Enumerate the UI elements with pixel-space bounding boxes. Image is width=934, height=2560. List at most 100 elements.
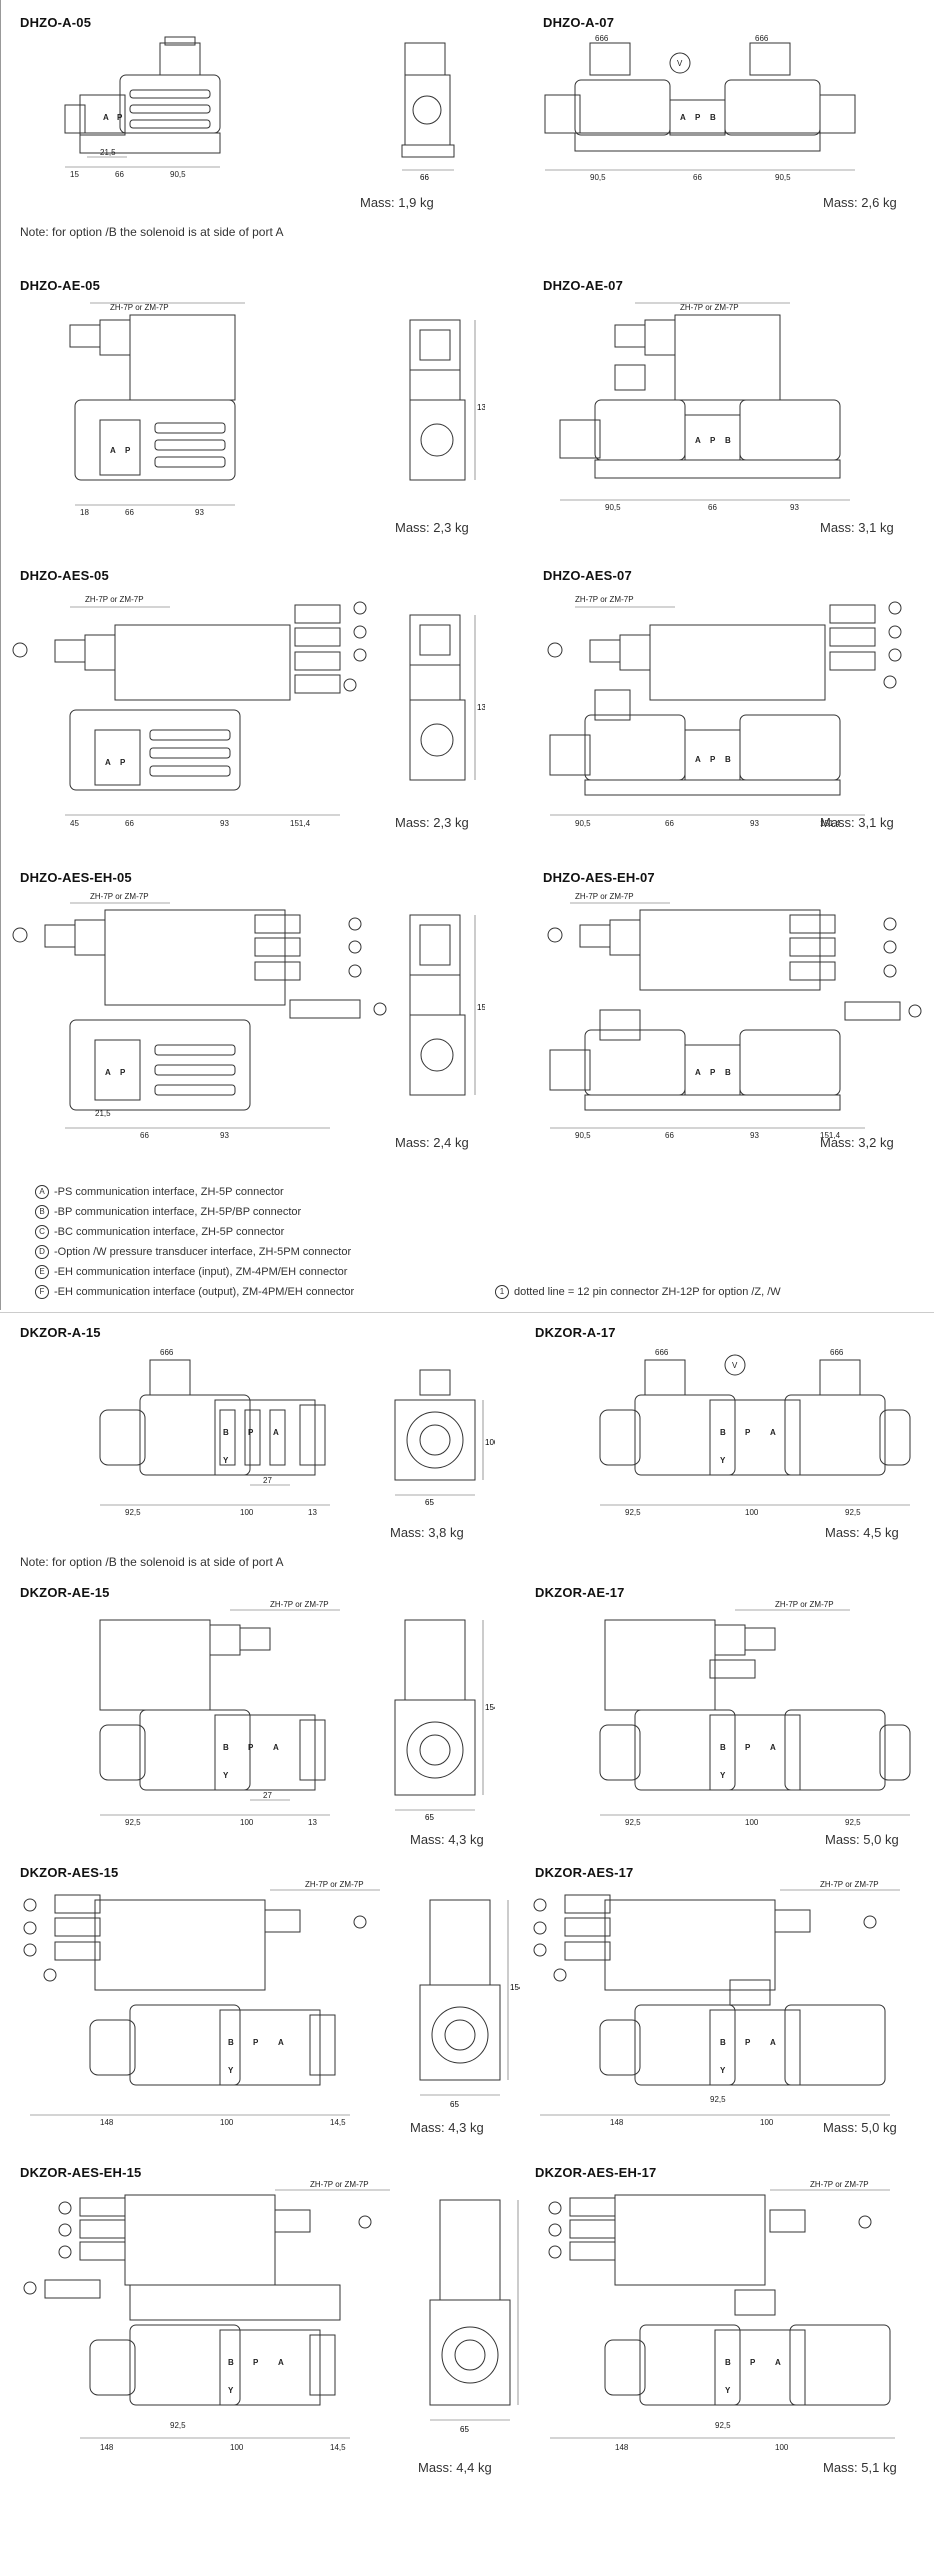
mass-dhzo-aes-05: Mass: 2,3 kg	[395, 815, 469, 830]
drawing-dhzo-aes-eh-05-side: 154	[409, 914, 485, 1096]
dim-93-ae05: 93	[195, 508, 204, 515]
mass-dkzor-ae-17: Mass: 5,0 kg	[825, 1832, 899, 1847]
port-p-ae05: P	[125, 446, 131, 455]
drawing-dhzo-ae-05-side: 130	[409, 319, 485, 481]
port-a-aeseh15: A	[278, 2358, 284, 2367]
dim-148-aeseh15: 148	[100, 2443, 114, 2452]
dim-92-5-aeseh17: 92,5	[715, 2421, 731, 2430]
dim-92-5-ae17: 92,5	[625, 1818, 641, 1827]
legend-item-d: D-Option /W pressure transducer interfac…	[35, 1245, 351, 1259]
mass-dhzo-aes-eh-05: Mass: 2,4 kg	[395, 1135, 469, 1150]
legend-text-f: -EH communication interface (output), ZM…	[54, 1285, 355, 1298]
zh7p-label-aeseh15: ZH-7P or ZM-7P	[310, 2180, 369, 2189]
dim-106-a15: 106	[485, 1438, 495, 1447]
dim-66-07: 66	[693, 173, 702, 182]
dim-66-aeseh05: 66	[140, 1131, 149, 1140]
port-a-aeseh07: A	[695, 1068, 701, 1077]
legend-item-b: B-BP communication interface, ZH-5P/BP c…	[35, 1205, 301, 1219]
zh7p-label-ae05: ZH-7P or ZM-7P	[110, 303, 169, 312]
dim-90-5-r: 90,5	[775, 173, 791, 182]
dim-14-5-aes15: 14,5	[330, 2118, 346, 2127]
port-b-a17: B	[720, 1428, 726, 1437]
drawing-dkzor-ae-15: ZH-7P or ZM-7P B P A Y 27 92,5 100 13	[99, 1600, 340, 1827]
port-a-ae15: A	[273, 1743, 279, 1752]
dim-154-aes15: 154	[510, 1983, 520, 1992]
mass-dhzo-a-07: Mass: 2,6 kg	[823, 195, 897, 210]
port-a-label: A	[103, 113, 109, 122]
title-dkzor-aes-15: DKZOR-AES-15	[20, 1865, 119, 1880]
port-p-aeseh17: P	[750, 2358, 756, 2367]
valve-v-label: V	[677, 59, 683, 68]
mass-dkzor-aes-15: Mass: 4,3 kg	[410, 2120, 484, 2135]
dim-18-ae05: 18	[80, 508, 89, 515]
dim-100-aeseh15: 100	[230, 2443, 244, 2452]
dim-13-a15: 13	[308, 1508, 317, 1517]
mass-dkzor-a-17: Mass: 4,5 kg	[825, 1525, 899, 1540]
port-p-aes05: P	[120, 758, 126, 767]
legend-text-d: -Option /W pressure transducer interface…	[54, 1245, 352, 1258]
port-b-aeseh15: B	[228, 2358, 234, 2367]
dim-151-4-aes05: 151,4	[290, 819, 311, 828]
title-dhzo-ae-07: DHZO-AE-07	[543, 278, 624, 293]
port-b-a15: B	[223, 1428, 229, 1437]
dim-130-ae05: 130	[477, 403, 485, 412]
port-b-ae17: B	[720, 1743, 726, 1752]
dim-93-aeseh05: 93	[220, 1131, 229, 1140]
dim-151-4-aes07: 151,4	[820, 819, 841, 828]
port-a-aes05: A	[105, 758, 111, 767]
port-b-aes15: B	[228, 2038, 234, 2047]
drawing-dkzor-ae-17: ZH-7P or ZM-7P B P A Y 92,5 100 92,5	[599, 1600, 911, 1827]
drawing-dhzo-aes-eh-05: ZH-7P or ZM-7P A P 21,5 66 93	[12, 892, 387, 1140]
port-y-ae15: Y	[223, 1771, 229, 1780]
drawing-dkzor-aes-eh-17: ZH-7P or ZM-7P B P A Y 148 92,5 100	[548, 2180, 895, 2452]
port-y-a15: Y	[223, 1456, 229, 1465]
zh7p-label-aes17: ZH-7P or ZM-7P	[820, 1880, 879, 1889]
drawing-dkzor-ae-15-side: 154 65	[394, 1619, 495, 1822]
port-a-aeseh17: A	[775, 2358, 781, 2367]
legend-text-c: -BC communication interface, ZH-5P conne…	[54, 1225, 285, 1238]
port-p-aeseh15: P	[253, 2358, 259, 2367]
drawing-dhzo-a-05-side: 66	[401, 42, 455, 182]
title-dhzo-aes-eh-05: DHZO-AES-EH-05	[20, 870, 132, 885]
dim-66-side: 66	[420, 173, 429, 182]
label-666-left: 666	[595, 35, 609, 43]
label-666: 666	[165, 35, 179, 37]
zh7p-label-aes05: ZH-7P or ZM-7P	[85, 595, 144, 604]
dim-93-aes07: 93	[750, 819, 759, 828]
drawing-dkzor-aes-15-side: 154 65	[419, 1899, 520, 2109]
title-dkzor-ae-15: DKZOR-AE-15	[20, 1585, 110, 1600]
dim-148-aeseh17: 148	[615, 2443, 629, 2452]
drawing-dhzo-aes-05: ZH-7P or ZM-7P A P 45 66 93 151,4	[12, 595, 367, 828]
port-p-aeseh05: P	[120, 1068, 126, 1077]
port-p-a17: P	[745, 1428, 751, 1437]
left-margin-rule	[0, 0, 1, 1310]
dim-66-aeseh07: 66	[665, 1131, 674, 1140]
mass-dhzo-a-05: Mass: 1,9 kg	[360, 195, 434, 210]
dim-92-5-a17-l: 92,5	[625, 1508, 641, 1517]
note-option-b-mid: Note: for option /B the solenoid is at s…	[20, 1555, 284, 1569]
mass-dhzo-ae-05: Mass: 2,3 kg	[395, 520, 469, 535]
label-666-a15: 666	[160, 1348, 174, 1357]
port-b-label-07: B	[710, 113, 716, 122]
mass-dkzor-aes-eh-15: Mass: 4,4 kg	[418, 2460, 492, 2475]
dim-92-5-ae15: 92,5	[125, 1818, 141, 1827]
note-option-b-top: Note: for option /B the solenoid is at s…	[20, 225, 284, 239]
dim-21-5: 21,5	[100, 148, 116, 157]
title-dkzor-aes-eh-15: DKZOR-AES-EH-15	[20, 2165, 142, 2180]
drawing-dkzor-aes-eh-15: ZH-7P or ZM-7P B P A Y 148 92,5 100 14,5	[23, 2180, 390, 2452]
legend-text-e: -EH communication interface (input), ZM-…	[54, 1265, 348, 1278]
drawing-dkzor-aes-eh-15-side: 65	[429, 2199, 519, 2434]
mass-dkzor-aes-17: Mass: 5,0 kg	[823, 2120, 897, 2135]
dim-92-5-a17-r: 92,5	[845, 1508, 861, 1517]
zh7p-label-ae15: ZH-7P or ZM-7P	[270, 1600, 329, 1609]
drawing-dhzo-ae-07: ZH-7P or ZM-7P A P B 90,5 66 93	[559, 302, 850, 512]
dim-148-aes17: 148	[610, 2118, 624, 2127]
dim-66-aes07: 66	[665, 819, 674, 828]
dim-100-ae17: 100	[745, 1818, 759, 1827]
port-a-aes17: A	[770, 2038, 776, 2047]
zh7p-label-aeseh05: ZH-7P or ZM-7P	[90, 892, 149, 901]
drawing-dhzo-aes-07: ZH-7P or ZM-7P A P B 90,5 66 93 151,4	[547, 595, 902, 828]
dim-92-5-a15: 92,5	[125, 1508, 141, 1517]
zh7p-label-aeseh07: ZH-7P or ZM-7P	[575, 892, 634, 901]
dim-100-a17: 100	[745, 1508, 759, 1517]
